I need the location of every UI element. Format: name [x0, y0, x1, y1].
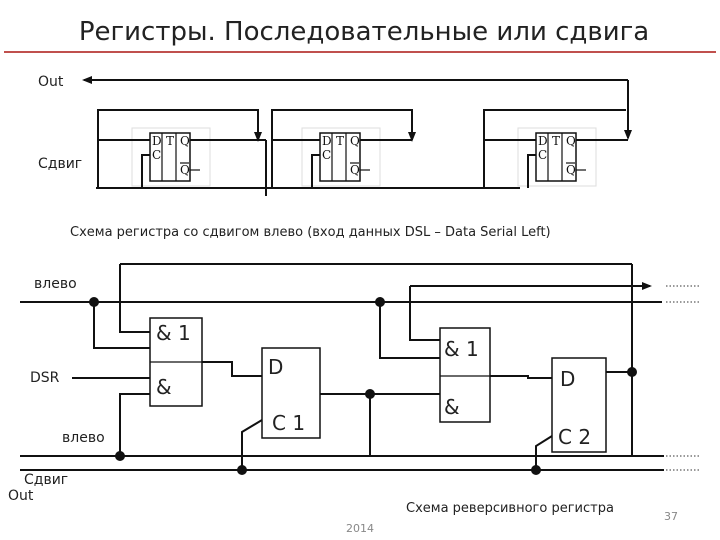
feedback-loop-2	[271, 109, 413, 188]
flipflop-3-d: D	[538, 134, 548, 148]
flipflop-2-qbar: Q	[350, 163, 360, 177]
flipflop-1-q: Q	[180, 134, 190, 148]
gate-2-top-input	[409, 286, 440, 341]
bottom-out-label: Out	[8, 488, 34, 504]
trigger-1	[261, 347, 321, 439]
top-out-label: Out	[38, 74, 64, 90]
left-top-label: влево	[34, 276, 77, 292]
c3-wire	[527, 154, 536, 188]
top-feedback-wires	[97, 109, 628, 196]
trigger-2-d: D	[560, 367, 575, 391]
footer-year: 2014	[346, 522, 374, 535]
flipflop-1-body	[149, 132, 191, 182]
flipflop-1-d: D	[152, 134, 162, 148]
and-or-gate-2	[439, 327, 491, 423]
left-bottom-label: влево	[62, 430, 105, 446]
junction-dot	[89, 297, 99, 307]
flipflop-1-t: T	[166, 134, 174, 148]
out-riser-arrow-icon	[624, 130, 632, 140]
top-flipflop-3: D T Q C Q	[517, 127, 597, 187]
trigger-2	[551, 357, 607, 453]
top-caption: Схема регистра со сдвигом влево (вход да…	[70, 225, 551, 240]
gate-2-and2: &	[444, 395, 460, 419]
gate-1-and2: &	[156, 375, 172, 399]
dsr-label: DSR	[30, 370, 60, 386]
gate-1-and1: & 1	[156, 321, 191, 345]
input-arrow-icon	[642, 282, 652, 290]
feedback-loop-1	[97, 109, 259, 188]
gate-1-out	[202, 361, 262, 377]
top-flipflop-2: D T Q C Q	[301, 127, 381, 187]
junction-dot	[375, 297, 385, 307]
junction-dot	[627, 367, 637, 377]
top-shift-label: Сдвиг	[38, 156, 82, 172]
gate-2-left-input	[379, 302, 440, 359]
page-number: 37	[664, 510, 678, 523]
flipflop-3-t: T	[552, 134, 560, 148]
gate-2-and1: & 1	[444, 337, 479, 361]
junction-dot	[365, 389, 375, 399]
gate-1-right-input	[119, 393, 150, 456]
shift-left-register-diagram: Out Сдвиг D T Q C Q D T Q	[38, 74, 632, 240]
junction-dot	[115, 451, 125, 461]
loop1-arrow-icon	[254, 132, 262, 142]
reversible-register-diagram: влево DSR влево Сдвиг Out & 1 & D C 1	[8, 263, 700, 516]
bottom-shift-label: Сдвиг	[24, 472, 68, 488]
flipflop-2-d: D	[322, 134, 332, 148]
flipflop-2-body	[319, 132, 361, 182]
flipflop-2-q: Q	[350, 134, 360, 148]
c2-wire	[311, 154, 320, 188]
trigger-1-clock	[241, 419, 263, 470]
c1-wire	[141, 154, 150, 188]
trigger-2-c: C 2	[558, 425, 591, 449]
flipflop-3-qbar: Q	[566, 163, 576, 177]
flipflop-2-c: C	[322, 148, 331, 162]
gate-1-feedback-input	[119, 264, 150, 333]
flipflop-1-c: C	[152, 148, 161, 162]
trigger-2-clock	[535, 435, 553, 470]
flipflop-1-qbar: Q	[180, 163, 190, 177]
trigger-1-d: D	[268, 355, 283, 379]
flipflop-2-t: T	[336, 134, 344, 148]
flipflop-3-q: Q	[566, 134, 576, 148]
slide-title: Регистры. Последовательные или сдвига	[79, 17, 649, 47]
out-arrow-icon	[82, 76, 92, 84]
junction-dot	[237, 465, 247, 475]
feedback-loop-3	[483, 109, 626, 188]
bottom-caption: Схема реверсивного регистра	[406, 501, 614, 516]
gate-1-left-input	[93, 302, 150, 349]
top-flipflop-1: D T Q C Q	[131, 127, 211, 187]
flipflop-3-c: C	[538, 148, 547, 162]
trigger-1-c: C 1	[272, 411, 305, 435]
loop2-arrow-icon	[408, 132, 416, 142]
gate-2-out	[490, 375, 552, 379]
flipflop-3-body	[535, 132, 577, 182]
junction-dot	[531, 465, 541, 475]
